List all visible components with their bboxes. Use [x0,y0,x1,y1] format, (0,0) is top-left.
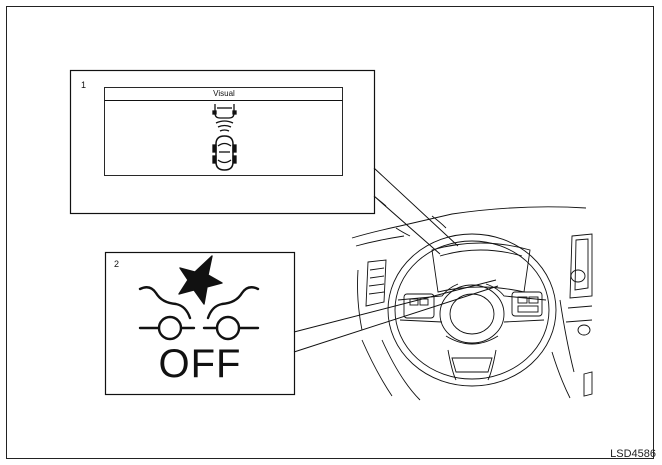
collision-avoidance-off-icon [138,255,260,341]
off-status-label: OFF [158,342,242,386]
callout-1-box [69,69,376,215]
steering-wheel-dashboard-icon [351,206,593,401]
callout-1-screen [104,87,343,176]
screen-title-label: Visual [213,89,235,98]
callout-2-number: 2 [114,259,120,269]
figure-code-label: LSD4586 [610,448,656,460]
callout-2-box [104,251,296,396]
callout-2-leader [293,279,499,353]
callout-1-leader [373,167,459,255]
vehicle-proximity-warning-icon [212,104,237,171]
figure-border [6,6,654,459]
callout-1-number: 1 [81,80,87,90]
